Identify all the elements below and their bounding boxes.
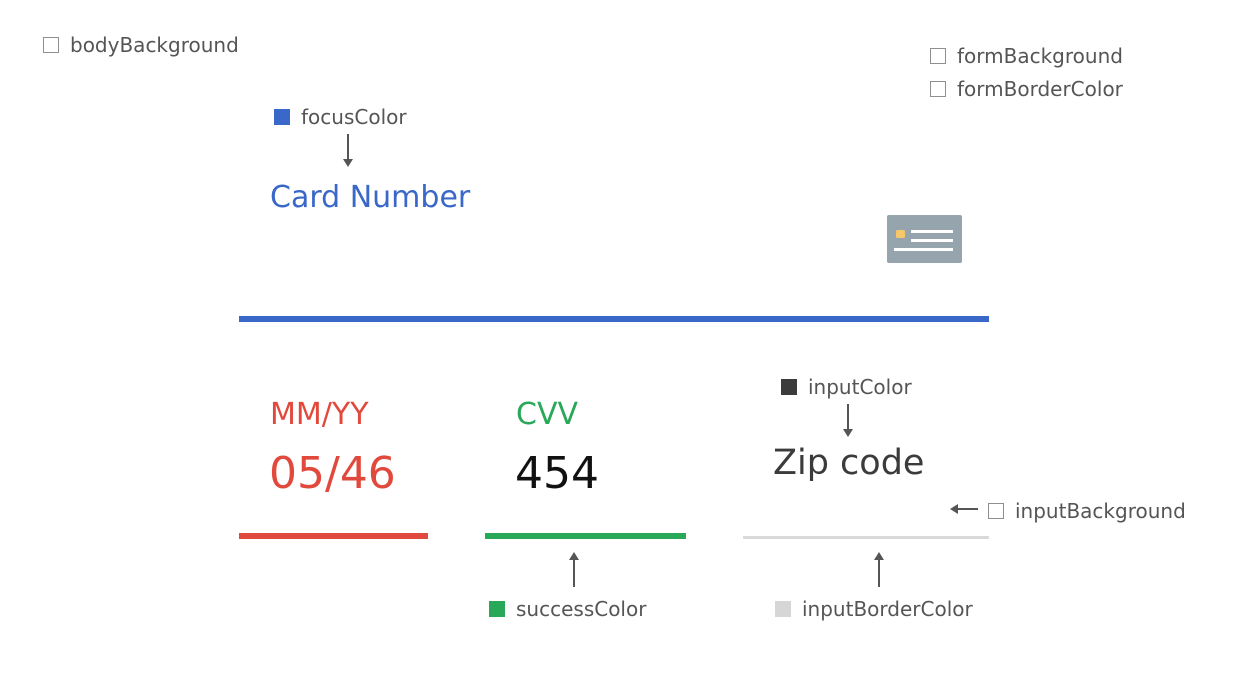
legend-label: inputBorderColor bbox=[802, 597, 973, 621]
cvv-underline[interactable] bbox=[485, 533, 686, 539]
zip-underline[interactable] bbox=[743, 536, 989, 539]
legend-label: inputColor bbox=[808, 375, 912, 399]
legend-label: bodyBackground bbox=[70, 33, 239, 57]
arrow-line bbox=[878, 559, 880, 587]
input-border-color-swatch bbox=[775, 601, 791, 617]
legend-label: formBackground bbox=[957, 44, 1123, 68]
legend-input-background: inputBackground bbox=[988, 499, 1186, 523]
body-background-swatch bbox=[43, 37, 59, 53]
arrow-left-icon bbox=[950, 504, 958, 514]
legend-label: formBorderColor bbox=[957, 77, 1123, 101]
cvv-input[interactable]: 454 bbox=[515, 448, 599, 499]
legend-focus-color: focusColor bbox=[274, 105, 407, 129]
expiry-label: MM/YY bbox=[270, 397, 369, 432]
legend-label: focusColor bbox=[301, 105, 407, 129]
card-number-underline[interactable] bbox=[239, 316, 989, 322]
legend-label: inputBackground bbox=[1015, 499, 1186, 523]
arrow-line bbox=[573, 559, 575, 587]
credit-card-icon bbox=[887, 215, 962, 263]
legend-form-background: formBackground bbox=[930, 44, 1123, 68]
expiry-underline[interactable] bbox=[239, 533, 428, 539]
expiry-input[interactable]: 05/46 bbox=[269, 448, 396, 499]
legend-form-border-color: formBorderColor bbox=[930, 77, 1123, 101]
zip-input[interactable]: Zip code bbox=[773, 443, 925, 483]
arrow-up-icon bbox=[874, 552, 884, 560]
legend-body-background: bodyBackground bbox=[43, 33, 239, 57]
legend-success-color: successColor bbox=[489, 597, 646, 621]
input-background-swatch bbox=[988, 503, 1004, 519]
cvv-label: CVV bbox=[516, 397, 578, 432]
arrow-down-icon bbox=[843, 429, 853, 437]
arrow-up-icon bbox=[569, 552, 579, 560]
arrow-down-icon bbox=[343, 159, 353, 167]
arrow-line bbox=[347, 134, 349, 160]
legend-label: successColor bbox=[516, 597, 647, 621]
success-color-swatch bbox=[489, 601, 505, 617]
form-background-swatch bbox=[930, 48, 946, 64]
legend-input-border-color: inputBorderColor bbox=[775, 597, 973, 621]
card-number-label[interactable]: Card Number bbox=[270, 180, 471, 215]
focus-color-swatch bbox=[274, 109, 290, 125]
legend-input-color: inputColor bbox=[781, 375, 912, 399]
arrow-line bbox=[847, 404, 849, 430]
input-color-swatch bbox=[781, 379, 797, 395]
arrow-line bbox=[958, 508, 978, 510]
form-border-color-swatch bbox=[930, 81, 946, 97]
